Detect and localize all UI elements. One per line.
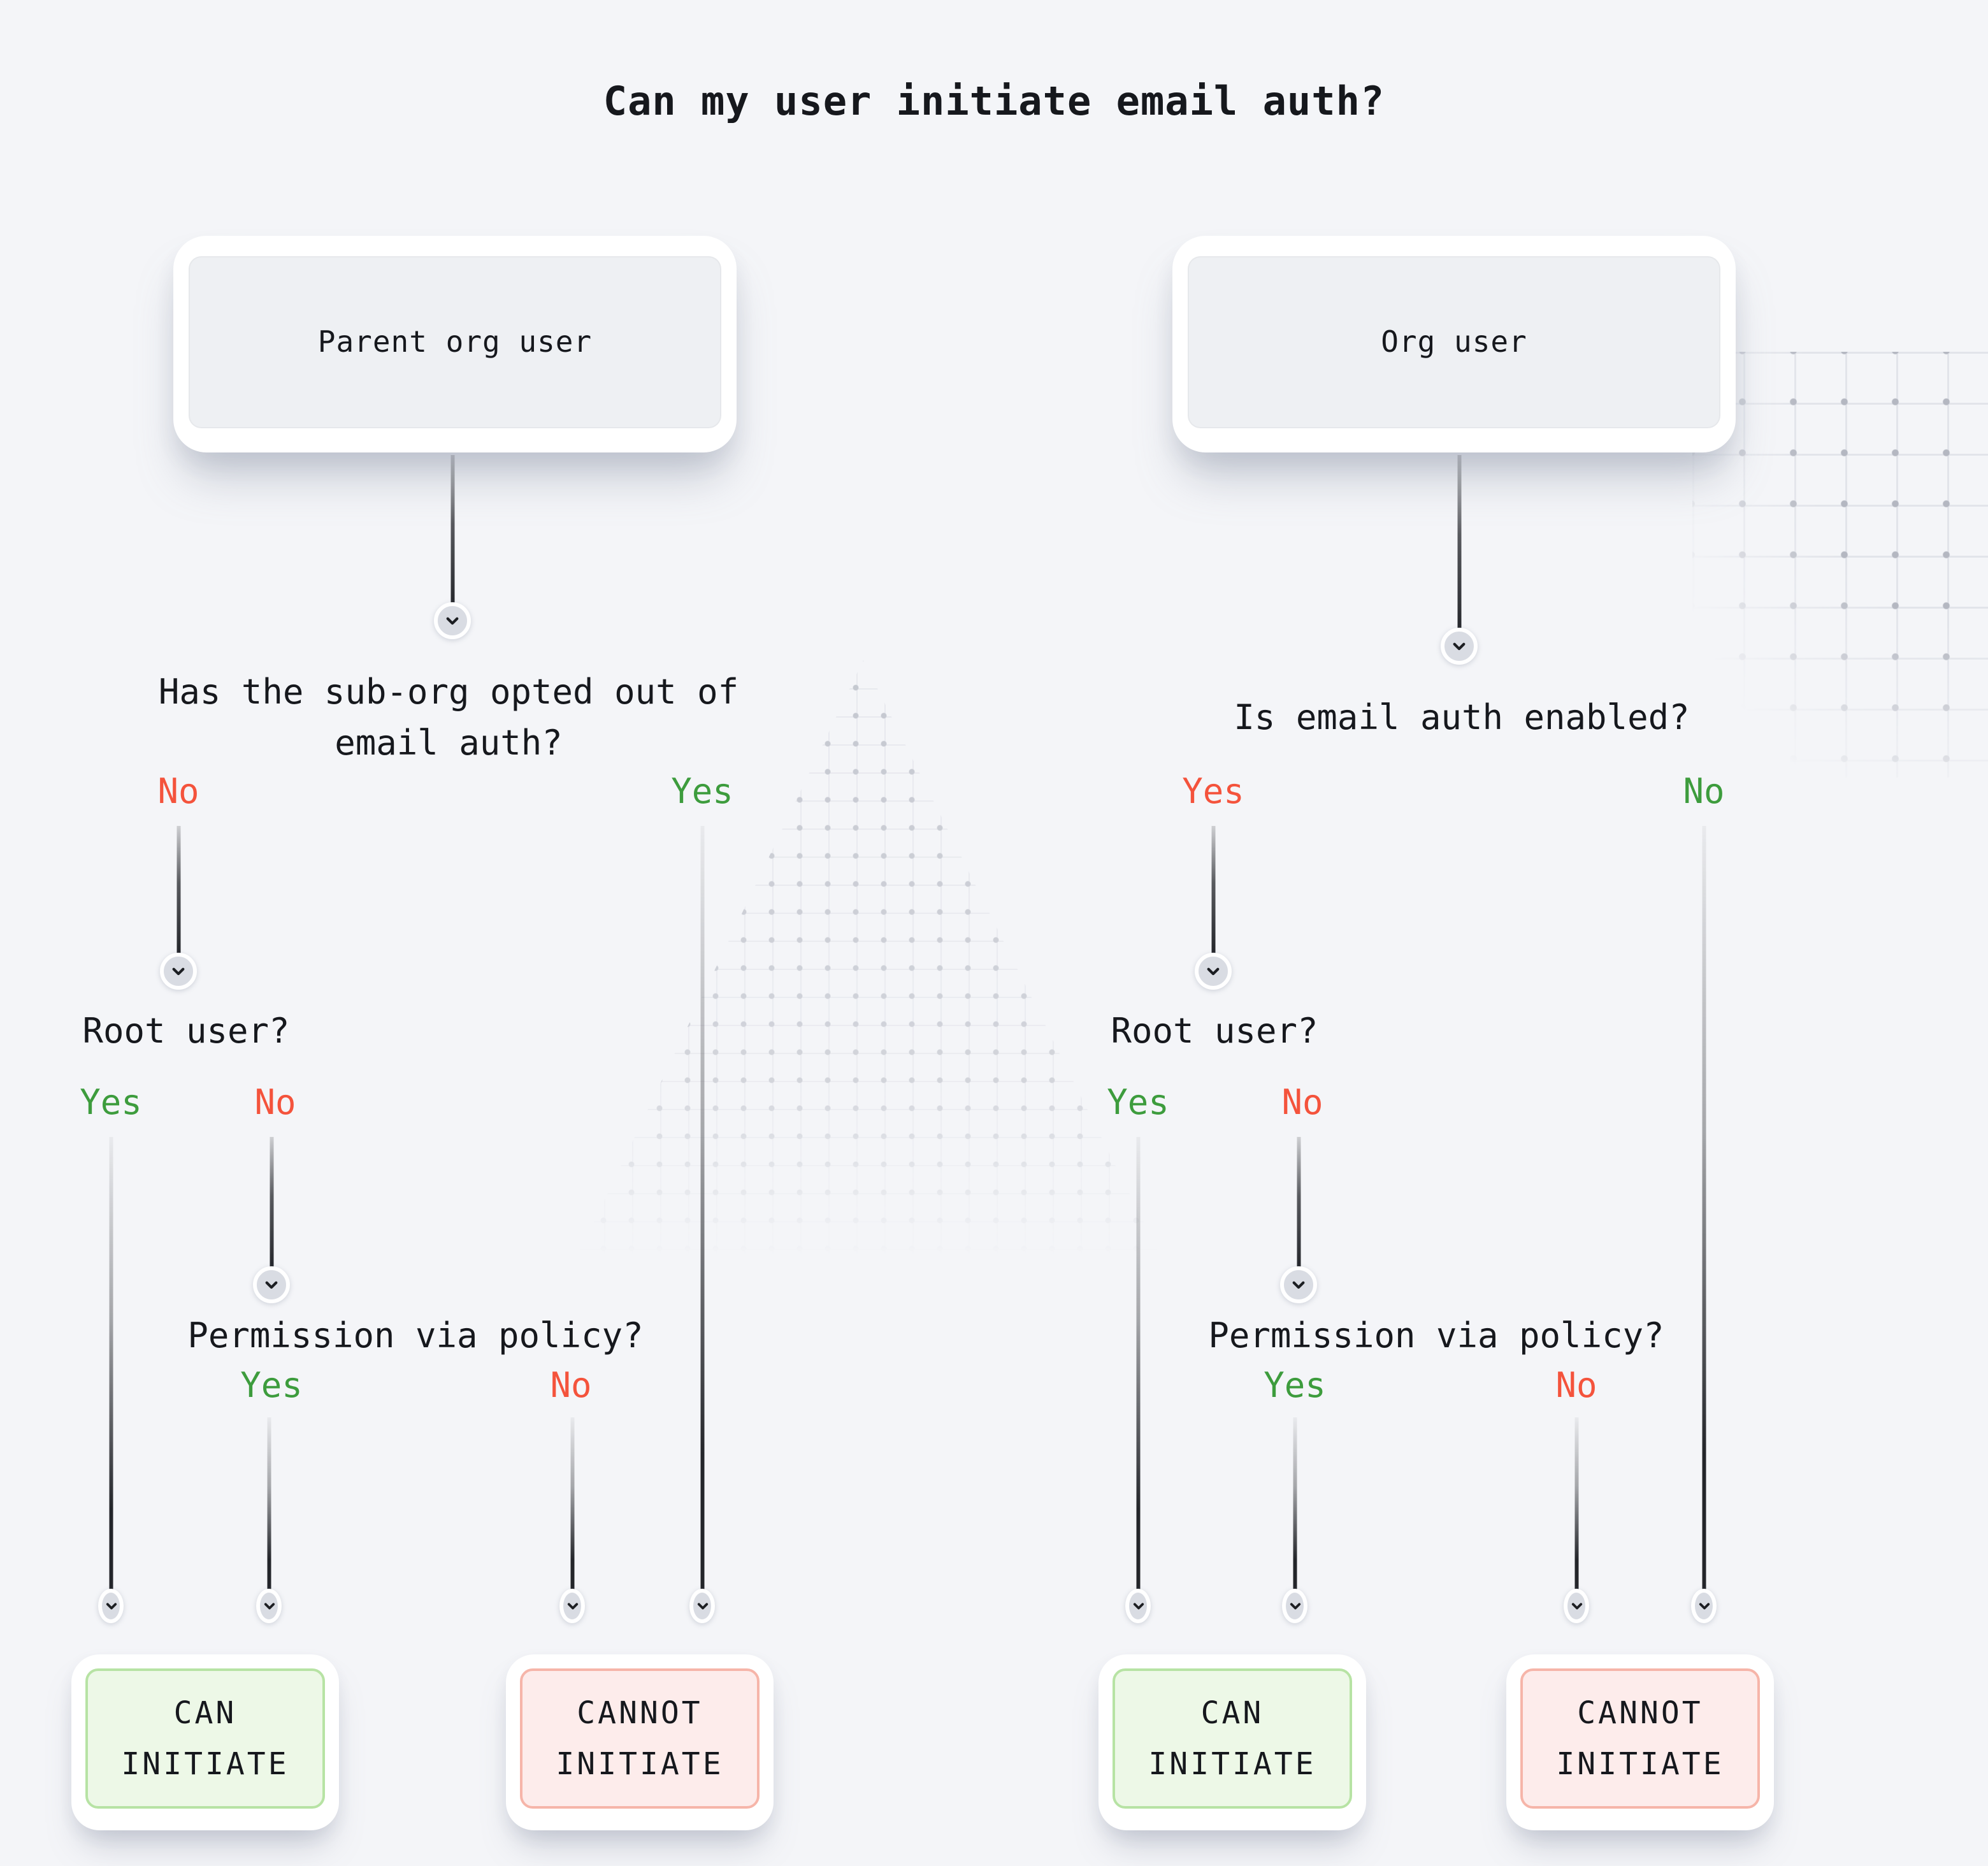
answer-label: Yes — [240, 1366, 303, 1406]
chevron-down-icon — [1564, 1589, 1589, 1623]
question-root-user: Root user? — [82, 1012, 290, 1052]
chevron-down-icon — [434, 602, 471, 639]
connector-line — [450, 455, 454, 607]
question-permission-policy: Permission via policy? — [1208, 1317, 1664, 1356]
answer-label: Yes — [671, 772, 733, 812]
answer-label: No — [254, 1083, 296, 1123]
outcome-label: CAN INITIATE — [1113, 1668, 1352, 1809]
parent-org-user-label: Parent org user — [189, 256, 721, 428]
chevron-down-icon — [1125, 1589, 1151, 1623]
answer-label: No — [157, 772, 199, 812]
connector-line — [109, 1137, 113, 1591]
answer-label: No — [1281, 1083, 1323, 1123]
chevron-down-icon — [1195, 953, 1232, 990]
dot-grid-pattern — [1692, 352, 1988, 778]
org-user-card: Org user — [1172, 236, 1736, 452]
parent-org-user-card: Parent org user — [173, 236, 737, 452]
connector-line — [1136, 1137, 1140, 1591]
chevron-down-icon — [1280, 1266, 1317, 1303]
chevron-down-icon — [559, 1589, 585, 1623]
question-suborg-opted-out: Has the sub-org opted out of email auth? — [158, 673, 739, 763]
chevron-down-icon — [253, 1266, 290, 1303]
connector-line — [270, 1137, 273, 1269]
outcome-label: CANNOT INITIATE — [1520, 1668, 1760, 1809]
chevron-down-icon — [98, 1589, 124, 1623]
connector-line — [700, 826, 704, 1591]
outcome-can-initiate: CAN INITIATE — [71, 1654, 339, 1830]
answer-label: Yes — [1264, 1366, 1326, 1406]
answer-label: No — [550, 1366, 592, 1406]
chevron-down-icon — [160, 953, 197, 990]
question-root-user: Root user? — [1111, 1012, 1318, 1052]
outcome-cannot-initiate: CANNOT INITIATE — [506, 1654, 774, 1830]
connector-line — [1702, 826, 1706, 1591]
connector-line — [1211, 826, 1215, 953]
connector-line — [1574, 1417, 1578, 1591]
org-user-label: Org user — [1188, 256, 1720, 428]
connector-line — [1293, 1417, 1297, 1591]
chevron-down-icon — [689, 1589, 715, 1623]
chevron-down-icon — [1441, 628, 1478, 665]
answer-label: No — [1555, 1366, 1597, 1406]
outcome-cannot-initiate: CANNOT INITIATE — [1506, 1654, 1774, 1830]
answer-label: No — [1683, 772, 1725, 812]
connector-line — [267, 1417, 271, 1591]
question-email-auth-enabled: Is email auth enabled? — [1234, 698, 1690, 738]
connector-line — [1297, 1137, 1300, 1269]
chevron-down-icon — [1282, 1589, 1307, 1623]
connector-line — [1457, 455, 1461, 632]
page-title: Can my user initiate email auth? — [603, 79, 1385, 125]
answer-label: Yes — [80, 1083, 142, 1123]
outcome-label: CAN INITIATE — [85, 1668, 325, 1809]
question-permission-policy: Permission via policy? — [187, 1317, 644, 1356]
connector-line — [176, 826, 180, 953]
answer-label: Yes — [1182, 772, 1244, 812]
chevron-down-icon — [256, 1589, 282, 1623]
outcome-can-initiate: CAN INITIATE — [1098, 1654, 1366, 1830]
answer-label: Yes — [1107, 1083, 1169, 1123]
outcome-label: CANNOT INITIATE — [520, 1668, 760, 1809]
chevron-down-icon — [1691, 1589, 1717, 1623]
connector-line — [570, 1417, 574, 1591]
